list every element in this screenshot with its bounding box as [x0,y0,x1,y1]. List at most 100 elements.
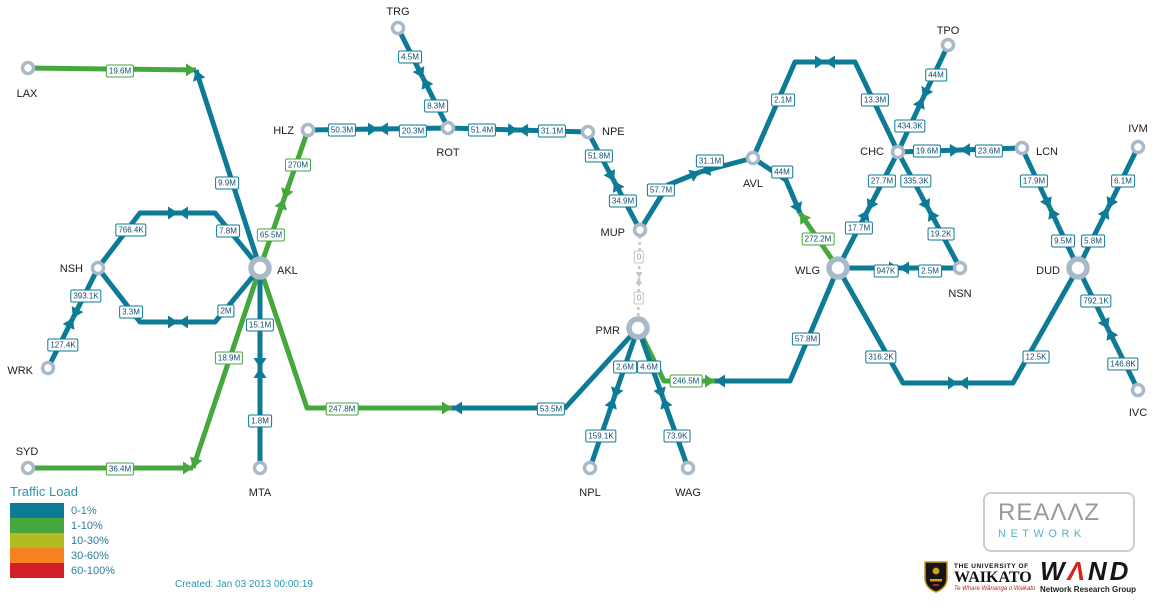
link-load-label[interactable]: 127.4K [47,338,79,352]
link-load-label[interactable]: 51.4M [467,123,497,137]
node-HLZ[interactable] [300,122,316,138]
node-ROT[interactable] [440,120,456,136]
link-load-label[interactable]: 2.5M [918,264,942,278]
link-load-label[interactable]: 792.1K [1080,294,1112,308]
link-load-label[interactable]: 13.3M [860,93,890,107]
link-load-label[interactable]: 9.5M [1051,234,1075,248]
link-load-label[interactable]: 57.8M [791,332,821,346]
link-arrow[interactable] [96,210,178,270]
link-load-label[interactable]: 146.8K [1107,357,1139,371]
link-arrow[interactable] [193,69,263,269]
node-LAX[interactable] [20,60,36,76]
node-NPL[interactable] [582,460,598,476]
link-load-label[interactable]: 17.7M [844,221,874,235]
link-load-label[interactable]: 34.9M [608,194,638,208]
node-WRK[interactable] [40,360,56,376]
node-label-WRK: WRK [7,365,33,377]
link-load-label[interactable]: 246.5M [669,374,703,388]
link-load-label[interactable]: 4.6M [637,360,661,374]
link-load-label[interactable]: 19.6M [105,64,135,78]
link-load-label[interactable]: 65.5M [256,228,286,242]
link-load-label[interactable]: 12.5K [1022,350,1050,364]
node-NSH[interactable] [90,260,106,276]
link-load-label[interactable]: 31.1M [695,154,725,168]
link-load-label[interactable]: 335.3K [900,174,932,188]
link-load-label[interactable]: 44M [925,68,947,82]
link-load-label[interactable]: 159.1K [585,429,617,443]
node-AVL[interactable] [745,150,761,166]
link-arrow[interactable] [751,155,803,214]
link-load-label[interactable]: 8.3M [424,99,448,113]
link-load-label[interactable]: 19.6M [912,144,942,158]
link-load-label[interactable]: 9.9M [215,176,239,190]
link-load-label[interactable]: 2M [217,304,235,318]
node-TRG[interactable] [390,20,406,36]
link-load-label[interactable]: 2.1M [771,93,795,107]
link-load-label[interactable]: 3.3M [119,305,143,319]
link-load-label[interactable]: 4.5M [398,50,422,64]
link-load-label[interactable]: 0 [633,250,645,264]
link-arrow[interactable] [190,267,263,469]
link-load-label[interactable]: 2.6M [613,360,637,374]
link-arrow[interactable] [257,267,452,411]
link-load-label[interactable]: 57.7M [646,183,676,197]
link-load-label[interactable]: 73.9K [663,429,691,443]
link-arrowhead [507,123,518,137]
node-DUD[interactable] [1066,256,1090,280]
link-load-label[interactable]: 27.7M [867,174,897,188]
link-load-label[interactable]: 272.2M [801,232,835,246]
link-arrow[interactable] [715,267,841,384]
node-AKL[interactable] [248,256,272,280]
link-load-label[interactable]: 7.8M [216,224,240,238]
link-arrowhead [960,143,971,157]
link-load-label[interactable]: 51.8M [584,149,614,163]
node-MUP[interactable] [632,222,648,238]
link-arrow[interactable] [96,266,178,325]
link-load-label[interactable]: 15.1M [245,318,275,332]
node-LCN[interactable] [1014,140,1030,156]
link-load-label[interactable]: 434.3K [894,119,926,133]
link-load-label[interactable]: 36.4M [105,462,135,476]
node-WLG[interactable] [826,256,850,280]
reannz-logo-text: REAΛΛZ [998,499,1101,526]
node-label-NSH: NSH [60,263,83,275]
node-SYD[interactable] [20,460,36,476]
node-NPE[interactable] [580,124,596,140]
node-PMR[interactable] [626,316,650,340]
node-WAG[interactable] [680,460,696,476]
link-load-label[interactable]: 0 [633,291,645,305]
link-load-label[interactable]: 50.3M [327,123,357,137]
link-load-label[interactable]: 17.9M [1019,174,1049,188]
link-load-label[interactable]: 270M [284,158,312,172]
node-CHC[interactable] [890,144,906,160]
link-arrow[interactable] [452,326,640,411]
link-arrow[interactable] [825,59,901,154]
link-arrow[interactable] [178,210,262,270]
link-load-label[interactable]: 6.1M [1111,174,1135,188]
link-arrow[interactable] [835,266,958,386]
link-load-label[interactable]: 5.8M [1081,234,1105,248]
node-NSN[interactable] [952,260,968,276]
link-load-label[interactable]: 1.8M [248,414,272,428]
node-IVM[interactable] [1130,139,1146,155]
link-load-label[interactable]: 393.1K [70,289,102,303]
link-load-label[interactable]: 20.3M [398,124,428,138]
link-arrow[interactable] [958,266,1081,386]
link-load-label[interactable]: 31.1M [537,124,567,138]
link-load-label[interactable]: 316.2K [865,350,897,364]
link-arrow[interactable] [178,266,262,325]
link-load-label[interactable]: 23.6M [974,144,1004,158]
link-load-label[interactable]: 766.4K [115,223,147,237]
link-load-label[interactable]: 44M [771,165,793,179]
node-IVC[interactable] [1130,382,1146,398]
link-load-label[interactable]: 19.2K [927,227,955,241]
node-label-MTA: MTA [249,487,272,499]
link-load-label[interactable]: 18.9M [214,351,244,365]
node-MTA[interactable] [252,460,268,476]
link-load-label[interactable]: 247.8M [325,402,359,416]
link-load-label[interactable]: 53.5M [536,402,566,416]
link-arrow[interactable] [750,59,825,160]
link-load-label[interactable]: 947K [873,264,899,278]
node-TPO[interactable] [940,37,956,53]
link-arrow[interactable] [637,169,701,232]
